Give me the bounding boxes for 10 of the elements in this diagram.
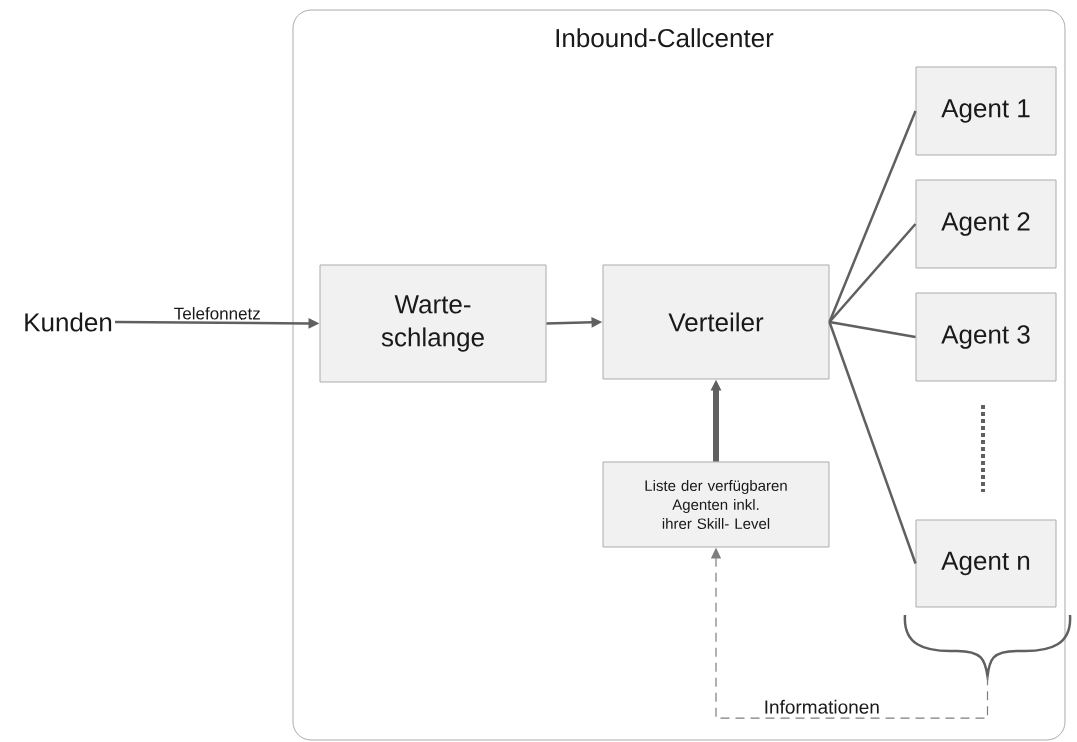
process-box: Agent 3 [915,292,1057,382]
process-box: Warte- schlange [319,264,547,383]
edge-label: Informationen [765,699,879,714]
process-box: Agent 2 [915,179,1057,269]
process-box: Verteiler [602,264,830,380]
process-box: Agent 1 [915,66,1057,156]
process-box: Liste der verfügbaren Agenten inkl. ihrer Skill- Level [602,461,830,548]
source-label: Kunden [25,312,112,332]
process-box: Agent n [915,519,1057,608]
edge-label: Telefonnetz [174,307,260,320]
